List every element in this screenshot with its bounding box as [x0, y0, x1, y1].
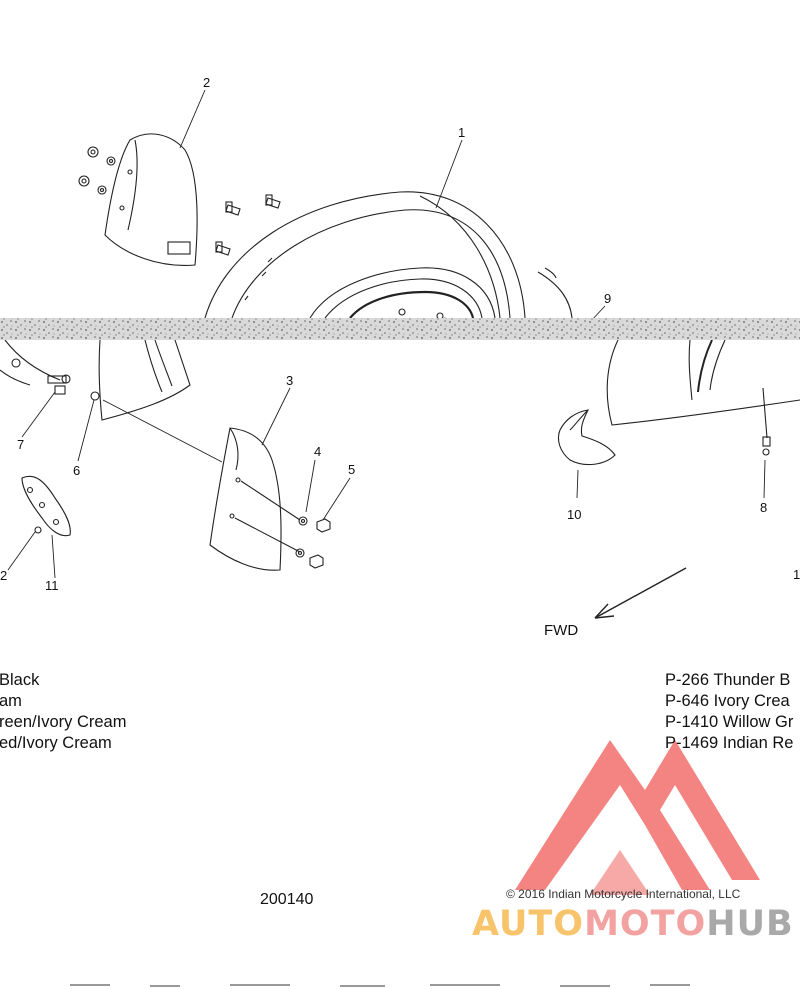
pin: [762, 387, 771, 456]
rear-fender: [204, 191, 573, 319]
color-legend-left: Black am reen/Ivory Cream ed/Ivory Cream: [0, 670, 199, 754]
top-cover: [104, 133, 198, 266]
washers-nuts: [295, 516, 331, 569]
leader-lines: [7, 89, 766, 579]
callout-1: 1: [458, 125, 465, 140]
callout-9: 9: [604, 291, 611, 306]
brand-hub: HUB: [706, 904, 794, 944]
legend-left-line: reen/Ivory Cream: [0, 713, 127, 731]
legend-right-line: P-1410 Willow Gr: [665, 713, 794, 731]
drawing-number: 200140: [260, 891, 314, 908]
callout-1-right: 1: [793, 567, 800, 582]
lower-cover: [209, 427, 301, 571]
callout-6: 6: [73, 463, 80, 478]
fender-clip: [557, 409, 616, 466]
bottom-scan-noise: [70, 984, 690, 987]
copyright-notice: © 2016 Indian Motorcycle International, …: [506, 887, 741, 901]
callout-3: 3: [286, 373, 293, 388]
callout-7: 7: [17, 437, 24, 452]
callout-11: 11: [45, 578, 59, 593]
watermark-brand: AUTOMOTOHUB: [472, 904, 794, 944]
bracket: [21, 475, 71, 537]
callout-5: 5: [348, 462, 355, 477]
callout-2-top: 2: [203, 75, 210, 90]
legend-right-line: P-1469 Indian Re: [665, 734, 794, 752]
fwd-label: FWD: [544, 622, 579, 639]
right-fender: [606, 339, 800, 426]
callout-8: 8: [760, 500, 767, 515]
watermark-logo: [515, 740, 760, 895]
brand-moto: MOTO: [584, 904, 707, 944]
legend-left-line: am: [0, 692, 22, 710]
callout-10: 10: [567, 507, 581, 522]
callout-numbers: 2 1 9 3 4 5 6 7 10 8 2 11 1: [0, 75, 800, 593]
legend-right-line: P-646 Ivory Crea: [665, 692, 790, 710]
fwd-arrow: [594, 567, 687, 619]
callout-2-bottom: 2: [0, 568, 7, 583]
color-legend-right: P-266 Thunder B P-646 Ivory Crea P-1410 …: [665, 670, 800, 754]
legend-right-line: P-266 Thunder B: [665, 671, 791, 689]
noise-band: [0, 318, 800, 340]
legend-left-line: Black: [0, 671, 40, 689]
hardware-group-left: [11, 358, 100, 401]
legend-left-line: ed/Ivory Cream: [0, 734, 112, 752]
lower-left-fender: [0, 339, 191, 421]
callout-4: 4: [314, 444, 321, 459]
brand-auto: AUTO: [472, 904, 585, 944]
